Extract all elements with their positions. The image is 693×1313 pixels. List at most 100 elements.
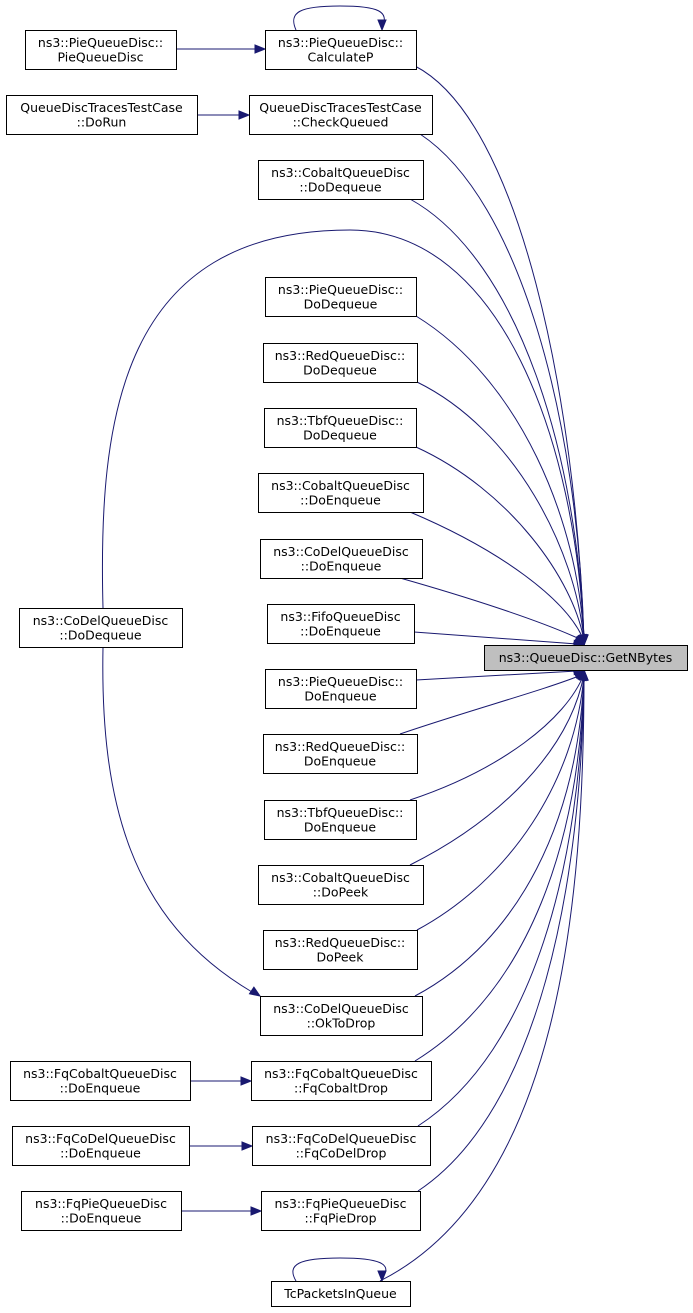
node-label-line: ns3::RedQueueDisc:: bbox=[275, 739, 406, 754]
node-qdt-checkqueued[interactable]: QueueDiscTracesTestCase::CheckQueued bbox=[249, 95, 433, 135]
node-cobalt-dodequeue[interactable]: ns3::CobaltQueueDisc::DoDequeue bbox=[258, 160, 424, 200]
node-fifo-doenqueue[interactable]: ns3::FifoQueueDisc::DoEnqueue bbox=[267, 604, 415, 644]
edge-pie-calcp-to-pie-calcp bbox=[293, 5, 387, 32]
node-label-line: ns3::TbfQueueDisc:: bbox=[277, 805, 404, 820]
node-box bbox=[265, 30, 417, 70]
node-box bbox=[261, 1191, 421, 1231]
node-box bbox=[267, 604, 415, 644]
arrowhead bbox=[238, 110, 251, 120]
node-label-line: ::FqPieDrop bbox=[304, 1210, 376, 1225]
node-box bbox=[249, 95, 433, 135]
edge-line bbox=[409, 673, 585, 866]
node-label-line: DoDequeue bbox=[303, 427, 377, 442]
edge-cobalt-dodequeue-to-getnbytes bbox=[409, 198, 589, 647]
node-fqcobalt-drop[interactable]: ns3::FqCobaltQueueDisc::FqCobaltDrop bbox=[251, 1061, 432, 1101]
node-pie-dodequeue[interactable]: ns3::PieQueueDisc::DoDequeue bbox=[265, 277, 417, 317]
node-label-line: ns3::FqCobaltQueueDisc bbox=[264, 1066, 418, 1081]
node-label-line: TcPacketsInQueue bbox=[283, 1286, 397, 1301]
node-label-line: ns3::FqCoDelQueueDisc bbox=[266, 1131, 417, 1146]
node-tbf-dodequeue[interactable]: ns3::TbfQueueDisc::DoDequeue bbox=[264, 408, 417, 448]
node-qdt-dorun[interactable]: QueueDiscTracesTestCase::DoRun bbox=[6, 95, 198, 135]
node-fqcodel-drop[interactable]: ns3::FqCoDelQueueDisc::FqCoDelDrop bbox=[252, 1126, 431, 1166]
edge-line bbox=[414, 65, 585, 642]
node-label-line: ns3::CobaltQueueDisc bbox=[271, 870, 410, 885]
node-box bbox=[260, 539, 423, 579]
node-label-line: ns3::TbfQueueDisc:: bbox=[277, 413, 404, 428]
node-pie-doenqueue[interactable]: ns3::PieQueueDisc::DoEnqueue bbox=[265, 669, 417, 709]
node-label-line: DoEnqueue bbox=[304, 753, 377, 768]
edge-line bbox=[415, 446, 585, 642]
node-getnbytes[interactable]: ns3::QueueDisc::GetNBytes bbox=[484, 645, 688, 671]
node-label-line: DoDequeue bbox=[304, 296, 378, 311]
edge-line bbox=[415, 670, 578, 681]
node-box bbox=[6, 95, 198, 135]
node-tcpackets[interactable]: TcPacketsInQueue bbox=[271, 1281, 411, 1307]
edge-codel-oktodrop-to-getnbytes bbox=[414, 668, 589, 997]
node-codel-doenqueue[interactable]: ns3::CoDelQueueDisc::DoEnqueue bbox=[260, 539, 423, 579]
node-pie-calcp[interactable]: ns3::PieQueueDisc::CalculateP bbox=[265, 30, 417, 70]
node-red-dodequeue[interactable]: ns3::RedQueueDisc::DoDequeue bbox=[263, 343, 418, 383]
node-codel-oktodrop[interactable]: ns3::CoDelQueueDisc::OkToDrop bbox=[260, 996, 423, 1036]
node-label-line: ns3::RedQueueDisc:: bbox=[275, 935, 406, 950]
node-box bbox=[258, 473, 424, 513]
node-label-line: DoPeek bbox=[317, 949, 365, 964]
edge-line bbox=[416, 381, 585, 642]
node-label-line: ::DoPeek bbox=[313, 884, 369, 899]
node-box bbox=[21, 1191, 182, 1231]
node-cobalt-dopeek[interactable]: ns3::CobaltQueueDisc::DoPeek bbox=[258, 865, 424, 905]
edge-fqpie-doenqueue-to-fqpie-drop bbox=[181, 1206, 263, 1216]
edge-line bbox=[416, 673, 585, 931]
node-cobalt-doenqueue[interactable]: ns3::CobaltQueueDisc::DoEnqueue bbox=[258, 473, 424, 513]
nodes-layer: ns3::QueueDisc::GetNBytesns3::PieQueueDi… bbox=[6, 30, 688, 1307]
node-fqcodel-doenqueue[interactable]: ns3::FqCoDelQueueDisc::DoEnqueue bbox=[12, 1126, 190, 1166]
node-label-line: ns3::CobaltQueueDisc bbox=[271, 165, 410, 180]
arrowhead bbox=[240, 1076, 253, 1086]
edge-line bbox=[292, 1257, 387, 1282]
edge-qdt-checkqueued-to-getnbytes bbox=[419, 133, 589, 647]
node-fqpie-doenqueue[interactable]: ns3::FqPieQueueDisc::DoEnqueue bbox=[21, 1191, 182, 1231]
edge-pie-calcp-to-getnbytes bbox=[414, 65, 589, 647]
node-label-line: ns3::PieQueueDisc:: bbox=[278, 674, 403, 689]
node-box bbox=[25, 30, 177, 70]
node-label-line: ns3::CoDelQueueDisc bbox=[273, 544, 409, 559]
edge-pie-ctor-to-pie-calcp bbox=[176, 44, 267, 54]
edge-line bbox=[409, 511, 585, 642]
edge-line bbox=[417, 673, 585, 1192]
edge-fqpie-drop-to-getnbytes bbox=[417, 668, 589, 1192]
node-box bbox=[258, 160, 424, 200]
node-fqpie-drop[interactable]: ns3::FqPieQueueDisc::FqPieDrop bbox=[261, 1191, 421, 1231]
node-label-line: ns3::CoDelQueueDisc bbox=[273, 1001, 409, 1016]
edge-fqcodel-drop-to-getnbytes bbox=[417, 668, 589, 1127]
node-label-line: ::DoEnqueue bbox=[301, 558, 382, 573]
node-red-doenqueue[interactable]: ns3::RedQueueDisc::DoEnqueue bbox=[263, 734, 418, 774]
node-label-line: ::DoEnqueue bbox=[60, 1145, 141, 1160]
node-label-line: ::CheckQueued bbox=[293, 114, 389, 129]
node-codel-dodequeue[interactable]: ns3::CoDelQueueDisc::DoDequeue bbox=[19, 608, 183, 648]
edge-fqcobalt-doenqueue-to-fqcobalt-drop bbox=[190, 1076, 253, 1086]
edge-pie-dodequeue-to-getnbytes bbox=[415, 315, 588, 647]
node-red-dopeek[interactable]: ns3::RedQueueDisc::DoPeek bbox=[263, 930, 418, 970]
node-label-line: ns3::CobaltQueueDisc bbox=[271, 478, 410, 493]
edge-codel-doenqueue-to-getnbytes bbox=[399, 577, 586, 646]
node-label-line: DoEnqueue bbox=[304, 688, 377, 703]
node-box bbox=[265, 669, 417, 709]
node-label-line: ::OkToDrop bbox=[307, 1015, 376, 1030]
node-box bbox=[19, 608, 183, 648]
edge-line bbox=[379, 673, 585, 1282]
edge-codel-dodequeue-to-codel-oktodrop bbox=[102, 646, 262, 997]
edge-cobalt-doenqueue-to-getnbytes bbox=[409, 511, 586, 647]
node-label-line: CalculateP bbox=[308, 49, 374, 64]
edge-line bbox=[101, 229, 585, 642]
node-pie-ctor[interactable]: ns3::PieQueueDisc::PieQueueDisc bbox=[25, 30, 177, 70]
node-label-line: ::DoEnqueue bbox=[61, 1210, 142, 1225]
edge-line bbox=[414, 673, 585, 1062]
edge-tcpackets-to-getnbytes bbox=[379, 668, 589, 1282]
node-tbf-doenqueue[interactable]: ns3::TbfQueueDisc::DoEnqueue bbox=[264, 800, 417, 840]
node-label-line: QueueDiscTracesTestCase bbox=[20, 100, 183, 115]
arrowhead bbox=[579, 668, 589, 681]
edge-tcpackets-to-tcpackets bbox=[292, 1257, 387, 1283]
edge-line bbox=[414, 673, 585, 997]
edge-line bbox=[102, 646, 253, 993]
node-fqcobalt-doenqueue[interactable]: ns3::FqCobaltQueueDisc::DoEnqueue bbox=[10, 1061, 191, 1101]
